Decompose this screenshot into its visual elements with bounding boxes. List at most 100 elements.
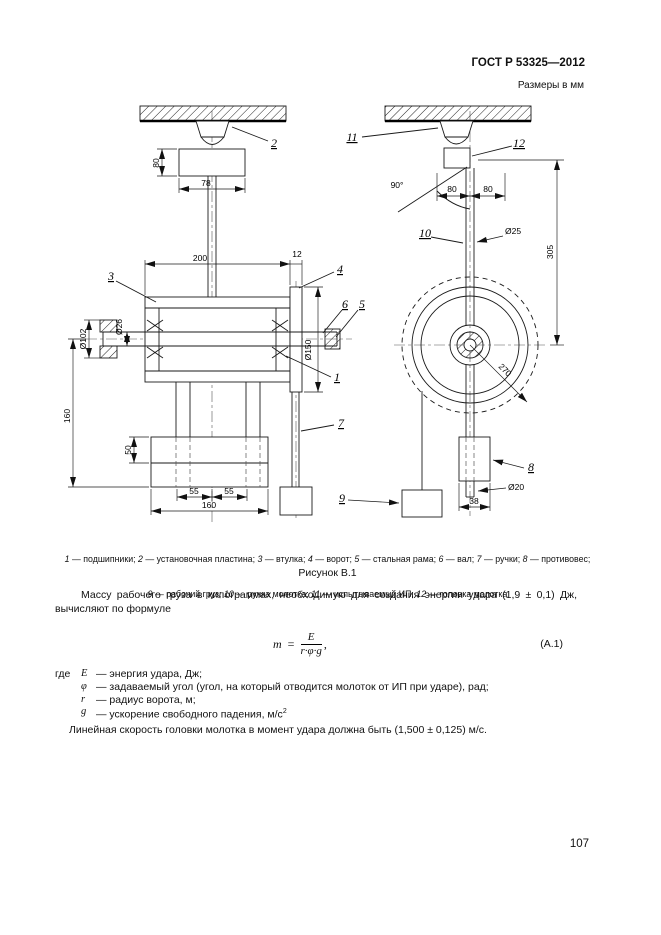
formula: m = E r·φ·g , (273, 631, 327, 658)
winch-rod-front (291, 392, 300, 487)
caption-text-2: — установочная пластина; (142, 554, 258, 564)
formula-row: m = E r·φ·g , (А.1) (55, 629, 577, 661)
dim-38 (458, 483, 491, 511)
caption-text-8: — противовес; (527, 554, 591, 564)
ceiling-side (384, 105, 532, 123)
where-text-g: — ускорение свободного падения, м/с2 (96, 708, 287, 721)
caption-text-5: — стальная рама; (359, 554, 439, 564)
caption-num-6: 6 (438, 554, 444, 564)
formula-comma: , (323, 636, 327, 651)
dim-50-value: 50 (123, 445, 133, 455)
leader-part-12 (471, 145, 513, 157)
where-symbol-E: E (81, 668, 88, 679)
caption-text-10: — ручка молотка; (233, 588, 312, 599)
caption-num-12: 12 (416, 588, 427, 599)
swing-construction-line (397, 166, 468, 213)
doc-number: ГОСТ Р 53325—2012 (471, 57, 585, 69)
leader-part-9 (347, 499, 400, 506)
where-symbol-phi: φ (81, 680, 87, 692)
caption-num-11: 11 (311, 588, 321, 599)
dim-78 (178, 178, 246, 193)
part-label-10: 10 (419, 226, 431, 240)
handle-lower-side (465, 365, 475, 437)
where-row-E: где E — энергия удара, Дж; (55, 668, 577, 681)
dim-90deg-value: 90° (391, 180, 404, 190)
caption-text-3: — втулка; (262, 554, 308, 564)
where-row-phi: φ — задаваемый угол (угол, на который от… (55, 681, 577, 694)
dim-160-left (68, 338, 149, 488)
formula-equals: = (287, 636, 295, 651)
figure-caption: 1 — подшипники; 2 — установочная пластин… (40, 531, 615, 623)
bearing-block-top (99, 319, 118, 333)
bearing-cross-marks (146, 319, 289, 359)
part-label-2: 2 (271, 136, 277, 150)
dim-55-55 (176, 489, 248, 501)
dim-dia150 (304, 286, 323, 393)
part-label-5: 5 (359, 297, 365, 311)
leader-part-8 (492, 459, 525, 469)
counterweight (458, 436, 491, 498)
formula-numerator: E (300, 631, 322, 645)
dim-160-bottom (150, 489, 269, 515)
leader-part-4 (298, 271, 335, 289)
closing-sentence: Линейная скорость головки молотка в моме… (69, 723, 487, 736)
dim-80a-value: 80 (447, 184, 457, 194)
where-row-r: r — радиус ворота, м; (55, 694, 577, 707)
leader-part-3 (115, 280, 157, 303)
hammer-handle-side (465, 168, 475, 326)
superscript-2: 2 (282, 708, 287, 716)
dim-dia25-value: Ø25 (505, 226, 521, 236)
where-symbol-g: g (81, 706, 87, 718)
caption-text-11: — испытываемый ИП; (320, 588, 417, 599)
caption-text-4: — ворот; (312, 554, 355, 564)
dim-12-value: 12 (292, 249, 302, 259)
formula-fraction: E r·φ·g (300, 631, 321, 658)
dim-55a-value: 55 (189, 486, 199, 496)
radius-270-leader (469, 344, 528, 403)
ceiling-front (139, 105, 287, 123)
dim-160-left-value: 160 (62, 409, 72, 423)
where-symbol-r: r (81, 693, 86, 705)
leader-part-10 (430, 236, 464, 244)
dim-38-value: 38 (469, 496, 479, 506)
caption-num-3: 3 (257, 554, 263, 564)
where-list: где E — энергия удара, Дж; φ — задаваемы… (55, 668, 577, 722)
dim-dia20-value: Ø20 (508, 482, 524, 492)
formula-lhs: m (273, 636, 282, 651)
caption-text-1: — подшипники; (69, 554, 139, 564)
dim-200 (144, 260, 291, 295)
hanging-weight-front (279, 486, 313, 516)
bearing-block-bottom (99, 345, 118, 359)
dim-160-bottom-value: 160 (202, 500, 216, 510)
frame-body (144, 296, 291, 383)
body-text: Массу рабочего груза в килограммах, необ… (55, 589, 577, 737)
paragraph-mass: Массу рабочего груза в килограммах, необ… (55, 589, 577, 615)
leader-part-11 (361, 127, 439, 138)
where-row-g: g — ускорение свободного падения, м/с2 (55, 706, 577, 721)
part-label-6: 6 (342, 297, 348, 311)
hammer-handle-front (207, 176, 217, 297)
dim-80b-value: 80 (483, 184, 493, 194)
part-label-11: 11 (346, 130, 357, 144)
dim-80-head (157, 148, 177, 177)
dim-200-value: 200 (193, 253, 207, 263)
leader-part-5 (335, 309, 359, 338)
caption-text-7: — ручки; (481, 554, 523, 564)
where-text-phi: — задаваемый угол (угол, на который отво… (96, 680, 489, 693)
caption-num-10: 10 (223, 588, 234, 599)
caption-num-9: 9 (147, 588, 153, 599)
detector-under-test (439, 120, 474, 145)
dim-50 (129, 436, 149, 464)
part-label-7: 7 (338, 416, 345, 430)
dim-dia150-value: Ø150 (303, 339, 313, 360)
dim-55b-value: 55 (224, 486, 234, 496)
figure-b1-drawing: 2 80 78 (62, 105, 564, 523)
frame-legs (175, 382, 261, 437)
dim-80-head-value: 80 (151, 158, 161, 168)
part-label-9: 9 (339, 491, 345, 505)
where-text-r: — радиус ворота, м; (96, 693, 196, 706)
where-text-E: — энергия удара, Дж; (96, 668, 202, 680)
equation-number: (А.1) (540, 638, 563, 650)
dim-78-value: 78 (201, 178, 211, 188)
